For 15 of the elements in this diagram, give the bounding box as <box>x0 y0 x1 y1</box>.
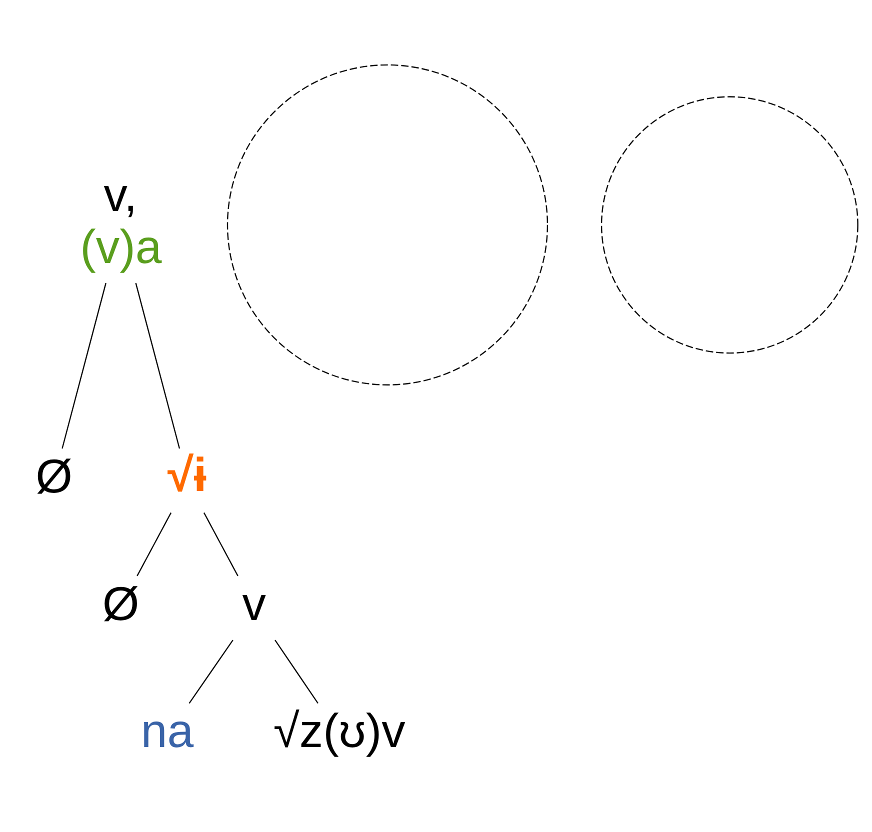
connector <box>274 640 318 704</box>
connector <box>203 512 238 576</box>
node-circle <box>600 96 858 354</box>
connector <box>135 282 180 449</box>
node-text: v, (v)a <box>80 168 162 274</box>
connector <box>62 282 106 449</box>
node-text: na <box>140 705 194 758</box>
node-text: v <box>242 578 266 631</box>
node-text: Ø <box>102 578 140 631</box>
node-text: √ɨ <box>168 448 207 502</box>
connector <box>136 512 172 576</box>
connector <box>188 640 234 704</box>
node-text: √z(ʊ)v <box>273 705 406 758</box>
node-text: Ø <box>36 450 73 504</box>
node-circle <box>226 64 548 386</box>
